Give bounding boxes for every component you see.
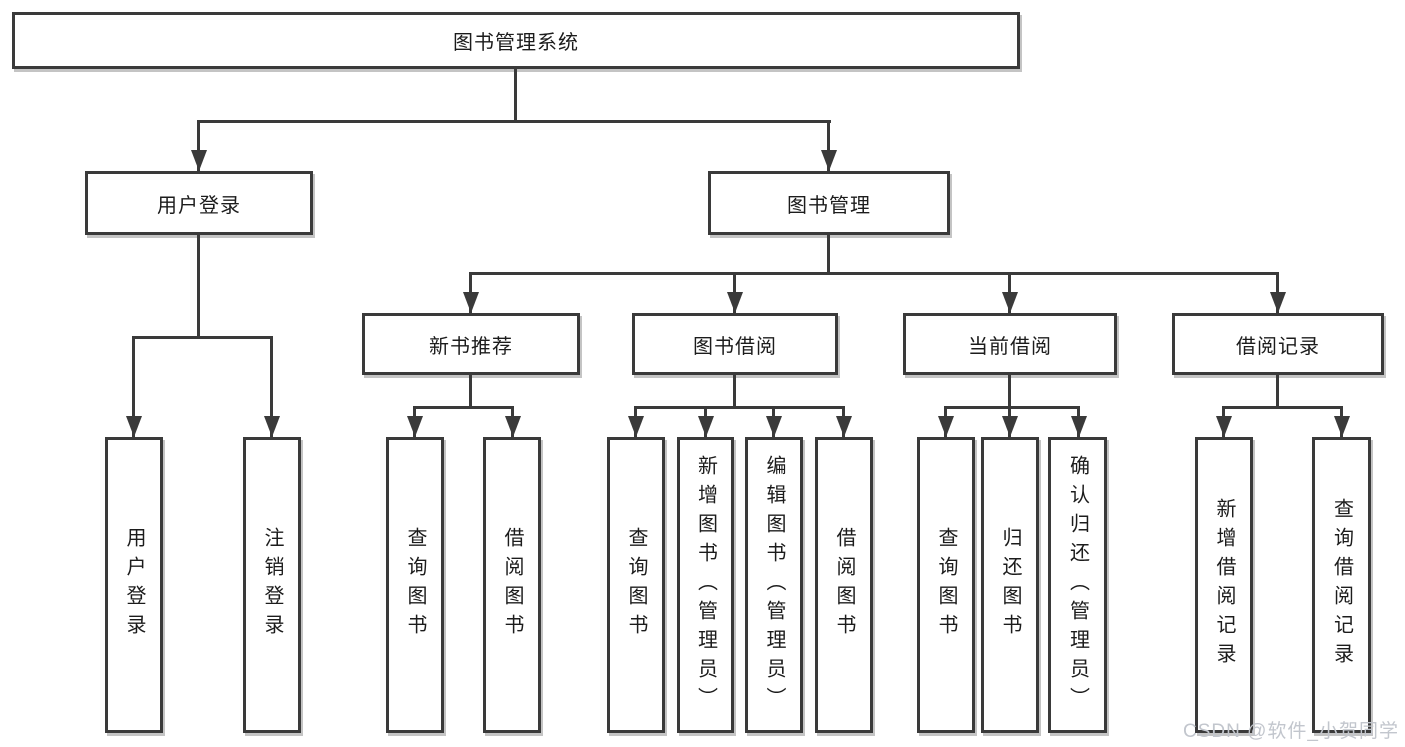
connector-book-mgmt-stem [827, 235, 830, 275]
arrow-to-confirm-return [1077, 406, 1080, 437]
leaf-borrow-books-rec: 借阅图书 [483, 437, 541, 733]
node-root-label: 图书管理系统 [453, 32, 579, 54]
arrow-to-borrow-books-1 [511, 406, 514, 437]
arrow-to-leaf-user-login [132, 336, 135, 437]
leaf-query-books-borrow-label: 查询图书 [625, 527, 647, 643]
arrow-to-book-borrowing [733, 272, 736, 313]
node-borrowing-records: 借阅记录 [1172, 313, 1384, 375]
node-user-login-label: 用户登录 [157, 194, 241, 217]
arrow-to-borrowing-records [1276, 272, 1279, 313]
leaf-add-borrow-record: 新增借阅记录 [1195, 437, 1253, 733]
connector-current-borrowing-rail [944, 406, 1080, 409]
connector-root-stem [514, 69, 517, 122]
leaf-query-books-rec-label: 查询图书 [404, 527, 426, 643]
arrow-to-edit-books [772, 406, 775, 437]
connector-user-login-stem [197, 235, 200, 339]
leaf-add-books-admin-label: 新增图书（管理员） [694, 454, 717, 716]
leaf-query-borrow-record-label: 查询借阅记录 [1330, 498, 1353, 672]
connector-borrowing-records-rail [1222, 406, 1342, 409]
node-book-mgmt: 图书管理 [708, 171, 950, 235]
leaf-edit-books-admin: 编辑图书（管理员） [745, 437, 803, 733]
leaf-query-books-borrow: 查询图书 [607, 437, 665, 733]
connector-book-mgmt-rail [469, 272, 1279, 275]
arrow-to-query-borrow-record [1340, 406, 1343, 437]
leaf-logout-login: 注销登录 [243, 437, 301, 733]
leaf-add-books-admin: 新增图书（管理员） [677, 437, 734, 733]
arrow-to-borrow-books-2 [842, 406, 845, 437]
connector-new-book-rec-rail [413, 406, 514, 409]
leaf-return-books: 归还图书 [981, 437, 1039, 733]
connector-new-book-rec-stem [469, 375, 472, 409]
leaf-confirm-return-admin: 确认归还（管理员） [1048, 437, 1107, 733]
arrow-to-book-mgmt [827, 120, 830, 171]
node-root: 图书管理系统 [12, 12, 1020, 69]
arrow-to-add-books [704, 406, 707, 437]
node-borrowing-records-label: 借阅记录 [1236, 335, 1320, 358]
leaf-borrow-books-rec-label: 借阅图书 [501, 527, 523, 643]
arrow-to-query-books-2 [634, 406, 637, 437]
leaf-add-borrow-record-label: 新增借阅记录 [1213, 498, 1235, 672]
leaf-user-login-label: 用户登录 [123, 527, 145, 643]
leaf-query-books-current: 查询图书 [917, 437, 975, 733]
leaf-query-books-rec: 查询图书 [386, 437, 444, 733]
leaf-user-login: 用户登录 [105, 437, 163, 733]
connector-borrowing-records-stem [1276, 375, 1279, 409]
arrow-to-current-borrowing [1008, 272, 1011, 313]
arrow-to-new-book-rec [469, 272, 472, 313]
leaf-return-books-label: 归还图书 [999, 527, 1021, 643]
node-user-login: 用户登录 [85, 171, 313, 235]
connector-user-login-rail [132, 336, 273, 339]
csdn-watermark: CSDN @软件_小贺同学 [1183, 721, 1399, 742]
arrow-to-query-books-1 [413, 406, 416, 437]
leaf-query-borrow-record: 查询借阅记录 [1312, 437, 1371, 733]
connector-book-borrowing-rail [634, 406, 845, 409]
connector-book-borrowing-stem [733, 375, 736, 409]
node-current-borrowing-label: 当前借阅 [968, 335, 1052, 358]
leaf-borrow-books-borrow: 借阅图书 [815, 437, 873, 733]
arrow-to-leaf-logout [270, 336, 273, 437]
leaf-borrow-books-borrow-label: 借阅图书 [833, 527, 855, 643]
connector-root-rail [197, 120, 831, 123]
leaf-logout-login-label: 注销登录 [261, 527, 283, 643]
arrow-to-user-login [197, 120, 200, 171]
leaf-edit-books-admin-label: 编辑图书（管理员） [763, 454, 785, 716]
arrow-to-add-borrow-record [1222, 406, 1225, 437]
leaf-query-books-current-label: 查询图书 [935, 527, 957, 643]
node-current-borrowing: 当前借阅 [903, 313, 1117, 375]
node-book-borrowing: 图书借阅 [632, 313, 838, 375]
arrow-to-query-books-3 [944, 406, 947, 437]
node-book-borrowing-label: 图书借阅 [693, 335, 777, 358]
node-new-book-rec-label: 新书推荐 [429, 335, 513, 358]
node-new-book-rec: 新书推荐 [362, 313, 580, 375]
leaf-confirm-return-admin-label: 确认归还（管理员） [1066, 454, 1089, 716]
connector-current-borrowing-stem [1008, 375, 1011, 409]
node-book-mgmt-label: 图书管理 [787, 194, 871, 217]
arrow-to-return-books [1008, 406, 1011, 437]
